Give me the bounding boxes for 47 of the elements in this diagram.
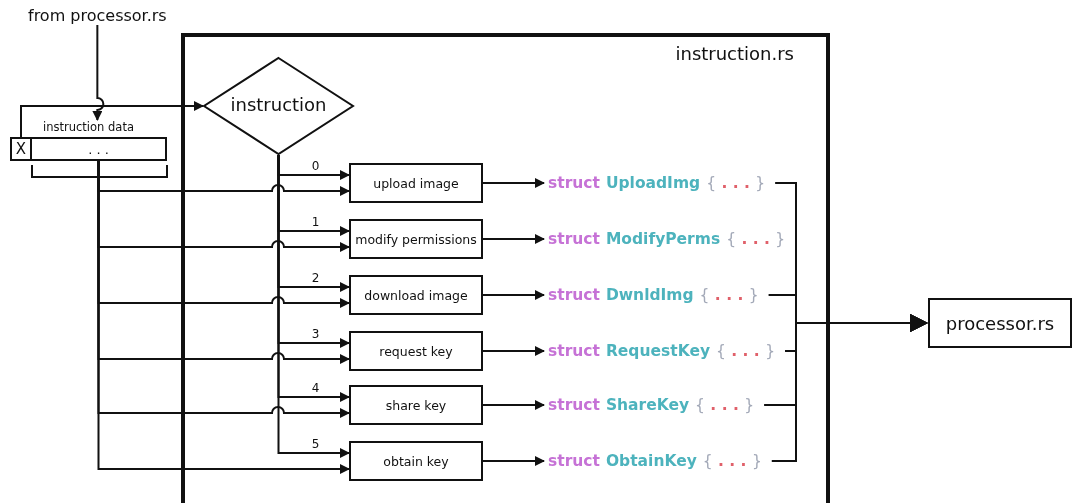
field-cell: X: [10, 137, 32, 161]
arrow: [482, 456, 545, 466]
edge-label: 5: [309, 438, 322, 451]
type-name: ShareKey: [605, 396, 690, 414]
process-box: download image: [349, 275, 483, 315]
process-box: share key: [349, 385, 483, 425]
code-body: { . . . }: [716, 342, 775, 360]
edge-label: 4: [309, 382, 322, 395]
arrow: [482, 400, 545, 410]
process-box: modify permissions: [349, 219, 483, 259]
type-name: ObtainKey: [605, 452, 697, 470]
decision-diamond: instruction: [203, 57, 354, 155]
code-body: { . . . }: [706, 174, 766, 192]
type-name: DwnldImg: [605, 286, 694, 304]
process-box: request key: [349, 331, 483, 371]
arrow: [92, 24, 105, 121]
arrow: [20, 101, 204, 138]
keyword-text: struct: [548, 174, 600, 192]
field-cell: . . .: [30, 137, 167, 161]
keyword-text: struct: [548, 396, 600, 414]
code-body: { . . . }: [726, 230, 786, 248]
type-name: ModifyPerms: [605, 230, 721, 248]
arrow: [482, 178, 545, 188]
file-frame: [181, 33, 830, 503]
source-label: from processor.rs: [28, 6, 167, 25]
keyword-text: struct: [548, 452, 600, 470]
edge-label: 2: [309, 272, 322, 285]
arrow: [770, 314, 928, 462]
edge-label: 3: [309, 328, 322, 341]
arrow: [482, 290, 545, 300]
code-body: { . . . }: [695, 396, 755, 414]
type-name: UploadImg: [605, 174, 701, 192]
code-body: { . . . }: [699, 286, 759, 304]
frame-title: instruction.rs: [675, 43, 794, 64]
arrow: [482, 234, 545, 244]
field-label: instruction data: [42, 120, 135, 134]
keyword-text: struct: [548, 286, 600, 304]
process-box: processor.rs: [928, 298, 1072, 348]
process-box: obtain key: [349, 441, 483, 481]
arrow: [482, 346, 545, 356]
arrow: [277, 154, 350, 458]
process-box: upload image: [349, 163, 483, 203]
type-name: RequestKey: [605, 342, 710, 360]
keyword-text: struct: [548, 342, 600, 360]
code-body: { . . . }: [702, 452, 762, 470]
edge-label: 0: [309, 160, 322, 173]
keyword-text: struct: [548, 230, 600, 248]
